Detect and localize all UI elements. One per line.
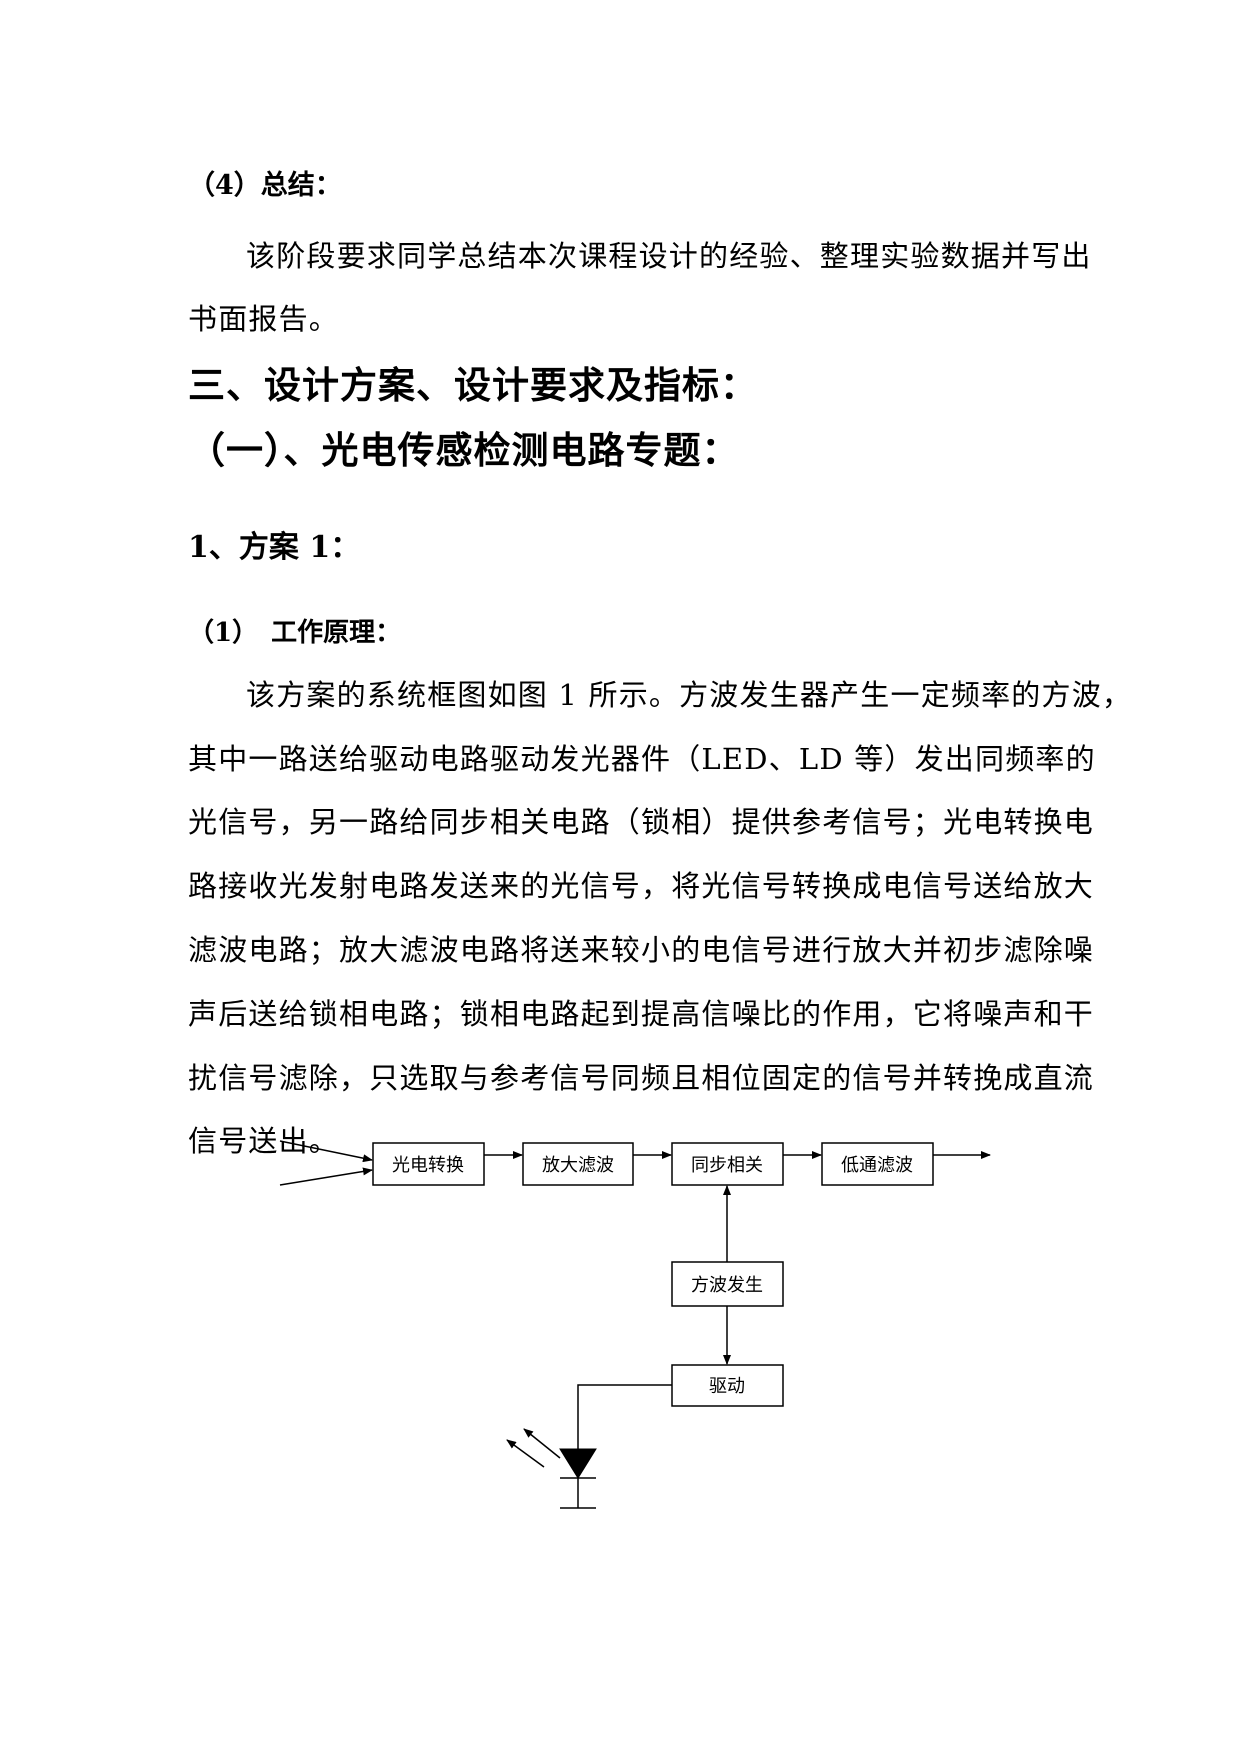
subsection-1-title: （一）、光电传感检测电路专题： bbox=[188, 428, 740, 472]
block-lowpass bbox=[821, 1142, 934, 1186]
principle-line-8: 信号送出。 bbox=[188, 1124, 340, 1158]
block-driver-label: 驱动 bbox=[709, 1376, 745, 1397]
block-square-wave bbox=[671, 1261, 784, 1307]
principle-line-4: 路接收光发射电路发送来的光信号，将光信号转换成电信号送给放大 bbox=[188, 869, 1095, 903]
section-3-title: 三、设计方案、设计要求及指标： bbox=[188, 363, 758, 407]
block-lowpass-label: 低通滤波 bbox=[841, 1155, 913, 1176]
principle-heading: （1） 工作原理： bbox=[188, 618, 402, 648]
block-amp-filter bbox=[522, 1142, 634, 1186]
principle-line-3: 光信号，另一路给同步相关电路（锁相）提供参考信号；光电转换电 bbox=[188, 805, 1095, 839]
principle-line-2: 其中一路送给驱动电路驱动发光器件（LED、LD 等）发出同频率的 bbox=[188, 742, 1096, 776]
scheme-1-title: 1、方案 1： bbox=[188, 530, 361, 565]
summary-heading: （4）总结： bbox=[188, 170, 342, 201]
emitted-light-arrow-1 bbox=[523, 1428, 561, 1459]
principle-line-1: 该方案的系统框图如图 1 所示。方波发生器产生一定频率的方波， bbox=[246, 678, 1133, 712]
block-driver bbox=[671, 1364, 784, 1407]
principle-line-5: 滤波电路；放大滤波电路将送来较小的电信号进行放大并初步滤除噪 bbox=[188, 933, 1095, 967]
summary-line-1: 该阶段要求同学总结本次课程设计的经验、整理实验数据并写出 bbox=[246, 239, 1092, 273]
driver-to-led-wire bbox=[577, 1384, 672, 1449]
principle-line-6: 声后送给锁相电路；锁相电路起到提高信噪比的作用，它将噪声和干 bbox=[188, 997, 1095, 1031]
incoming-light-arrow-2 bbox=[279, 1167, 373, 1186]
block-photoelectric bbox=[372, 1142, 485, 1186]
emitted-light-arrow-2 bbox=[506, 1439, 545, 1468]
block-square-wave-label: 方波发生 bbox=[691, 1275, 763, 1296]
block-amp-filter-label: 放大滤波 bbox=[542, 1155, 614, 1176]
principle-line-7: 扰信号滤除，只选取与参考信号同频且相位固定的信号并转挽成直流 bbox=[188, 1061, 1095, 1095]
block-sync-label: 同步相关 bbox=[691, 1155, 763, 1176]
summary-line-2: 书面报告。 bbox=[188, 302, 340, 336]
block-photoelectric-label: 光电转换 bbox=[392, 1155, 464, 1176]
block-sync bbox=[671, 1142, 784, 1186]
led-diode-icon bbox=[559, 1448, 597, 1479]
